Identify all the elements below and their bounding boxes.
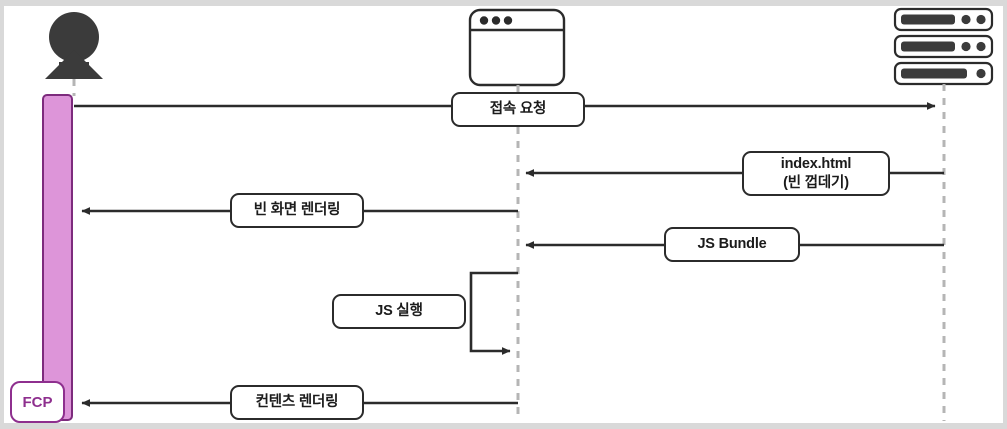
fcp-badge: FCP xyxy=(10,381,65,423)
user-activation-bar xyxy=(42,94,73,421)
message-label-m2-line2: (빈 껍데기) xyxy=(783,174,849,191)
message-self-loop-m5 xyxy=(469,271,518,355)
fcp-label: FCP xyxy=(22,393,53,411)
browser-window-icon xyxy=(468,8,566,87)
message-label-m5[interactable]: JS 실행 xyxy=(332,294,466,329)
message-label-m4-text: JS Bundle xyxy=(697,236,767,253)
message-label-m6-text: 컨텐츠 렌더링 xyxy=(255,394,339,411)
message-label-m3-text: 빈 화면 렌더링 xyxy=(253,202,341,219)
message-label-m6[interactable]: 컨텐츠 렌더링 xyxy=(230,385,364,420)
message-label-m2[interactable]: index.html (빈 껍데기) xyxy=(742,151,890,196)
message-label-m3[interactable]: 빈 화면 렌더링 xyxy=(230,193,364,228)
message-label-m1[interactable]: 접속 요청 xyxy=(451,92,585,127)
message-label-m2-line1: index.html xyxy=(780,156,852,173)
message-label-m4[interactable]: JS Bundle xyxy=(664,227,800,262)
server-rack-icon xyxy=(893,7,994,86)
user-avatar-icon xyxy=(45,12,103,79)
diagram-vector-layer xyxy=(45,7,994,421)
diagram-canvas: FCP 접속 요청 index.html (빈 껍데기) 빈 화면 렌더링 JS… xyxy=(4,6,1003,423)
message-label-m5-text: JS 실행 xyxy=(375,303,423,320)
message-label-m1-text: 접속 요청 xyxy=(489,101,547,118)
